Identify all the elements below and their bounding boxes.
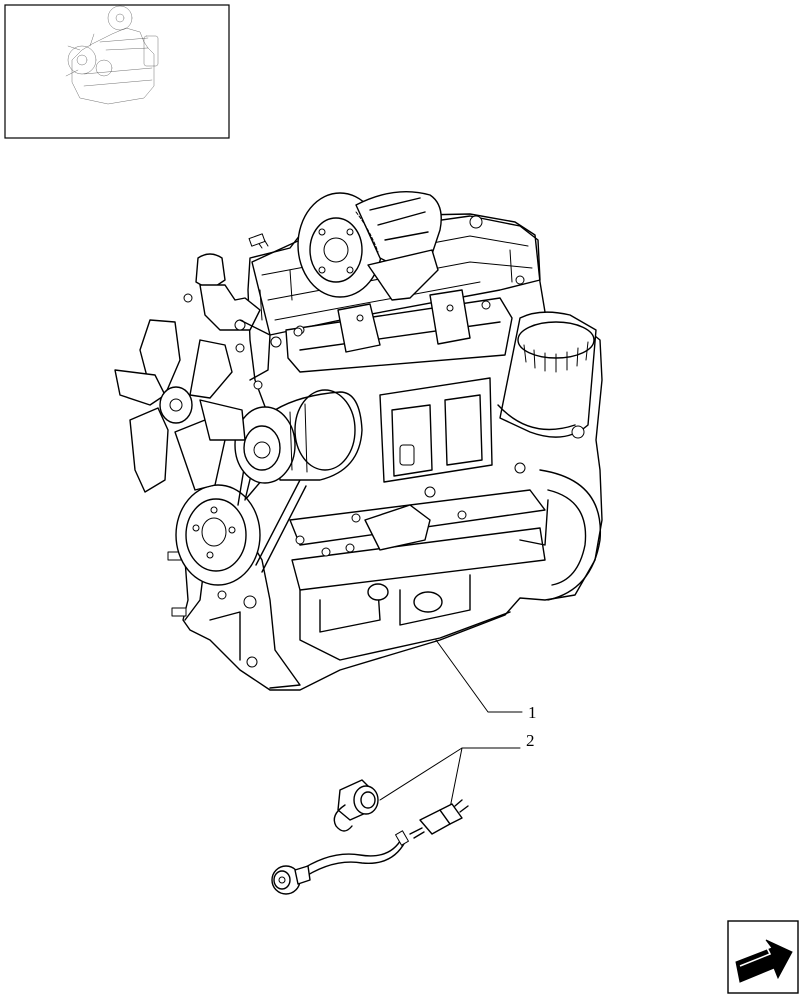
sensor-with-cable [271,830,409,895]
turbocharger [297,190,442,301]
engine-thumbnail-icon[interactable] [4,4,230,139]
callout-2-number: 2 [526,731,535,750]
exhaust-manifold [285,289,513,373]
callout-2[interactable]: 2 [379,731,535,809]
temperature-switch [409,799,469,839]
temperature-sender [333,779,379,832]
oil-filter [497,311,597,439]
crank-pulley [175,484,261,586]
alternator [234,389,363,484]
callout-1-number: 1 [528,703,537,722]
engine-assembly [114,190,603,691]
next-page-arrow-icon[interactable] [727,920,799,994]
callout-1[interactable]: 1 [435,639,537,722]
fan [114,319,246,493]
